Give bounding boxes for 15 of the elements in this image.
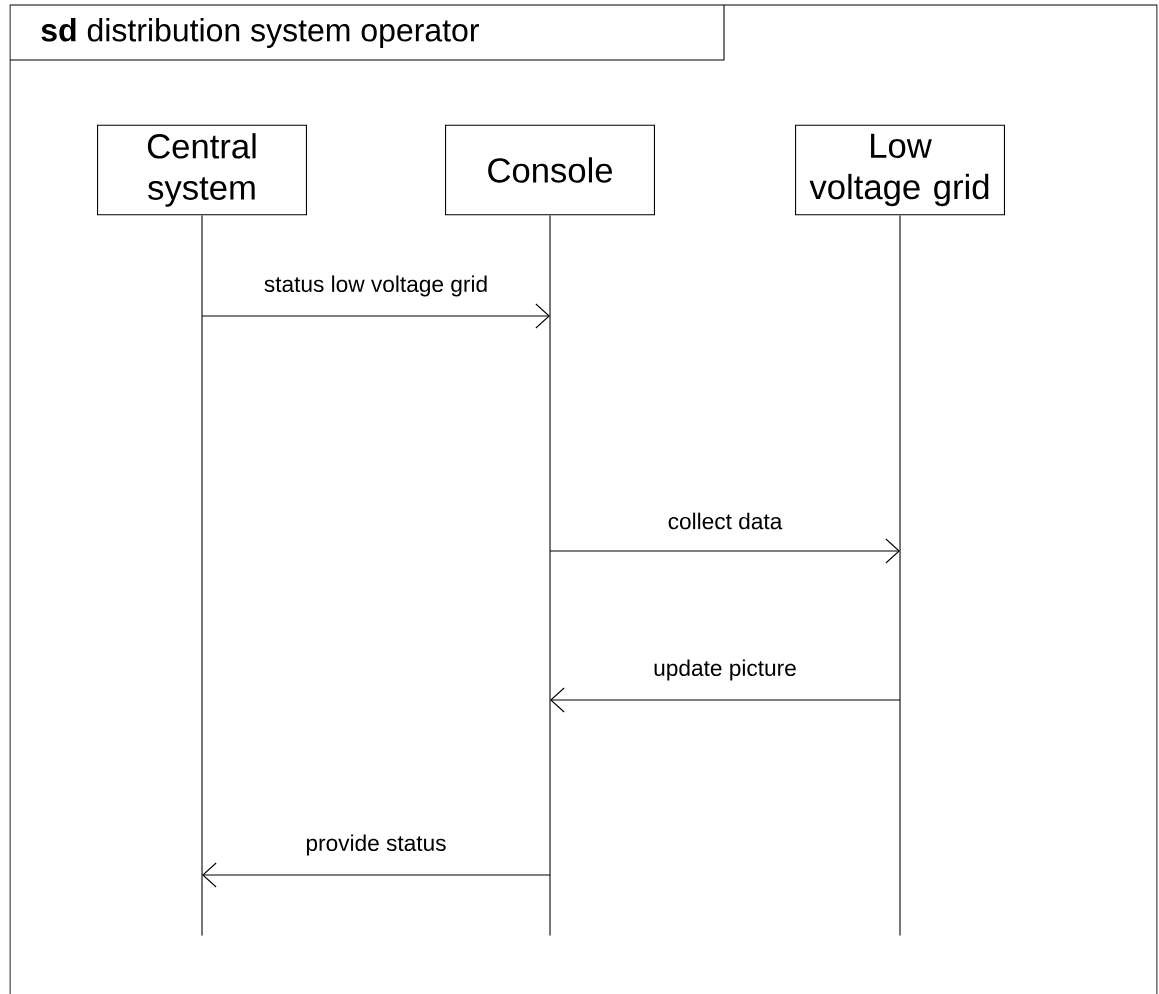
lifeline (549, 215, 551, 937)
message-arrow (549, 538, 900, 564)
message-label: update picture (651, 658, 799, 682)
lifeline-head: Console (445, 124, 655, 216)
message-arrow (550, 687, 901, 713)
message-label: status low voltage grid (262, 274, 490, 298)
message-arrow (202, 862, 551, 888)
lifeline-head: Central system (97, 124, 307, 216)
message-label: provide status (304, 833, 448, 857)
lifeline (201, 215, 203, 937)
diagram-title: sd distribution system operator (41, 18, 479, 48)
lifeline-head: Low voltage grid (795, 124, 1005, 216)
lifeline (899, 215, 901, 937)
message-arrow (201, 303, 550, 329)
message-label: collect data (666, 511, 784, 531)
